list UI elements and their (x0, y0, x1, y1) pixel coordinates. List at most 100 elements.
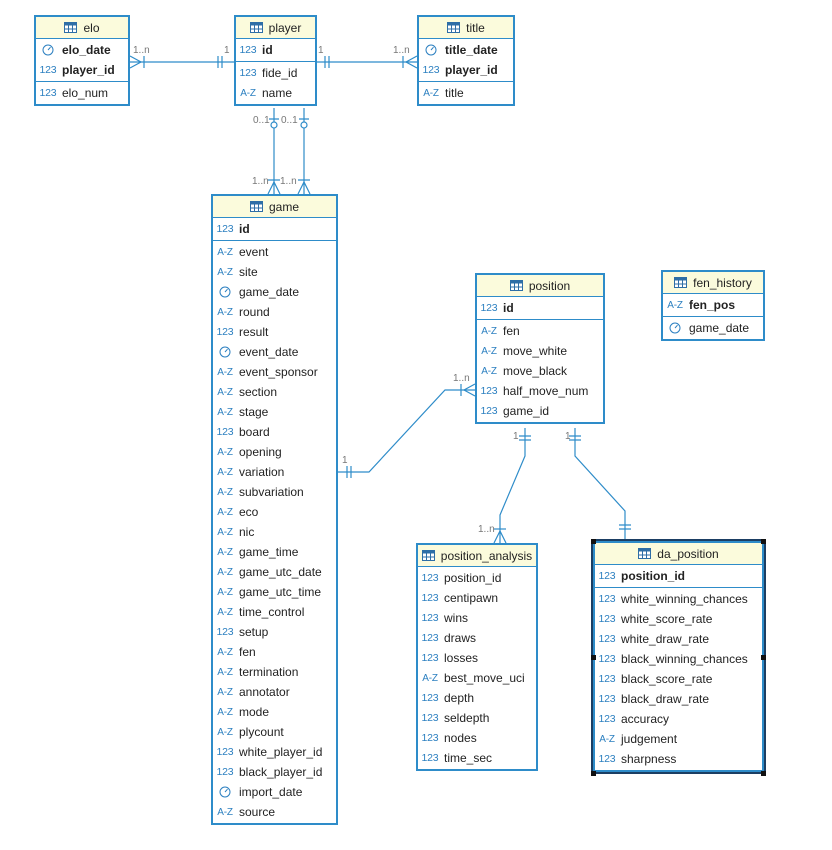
selection-handle[interactable] (591, 655, 596, 660)
card-player-game-a-opt: 0..1 (253, 115, 270, 126)
column-name: judgement (621, 732, 678, 746)
clock-icon (421, 44, 441, 56)
crowfoot-many (404, 55, 418, 69)
column-name: position_id (621, 569, 685, 583)
column-name: black_player_id (239, 765, 323, 779)
selection-handle[interactable] (591, 771, 596, 776)
column-name: white_winning_chances (621, 592, 748, 606)
selection-handle[interactable] (761, 655, 766, 660)
column[interactable]: game_date (663, 318, 763, 338)
column-name: board (239, 425, 270, 439)
column[interactable]: event_date (213, 342, 336, 362)
key-column[interactable]: title_date (419, 40, 513, 60)
crowfoot-many (129, 55, 143, 69)
selection-handle[interactable] (591, 539, 596, 544)
table-icon (249, 201, 263, 212)
entity-name: da_position (657, 546, 719, 561)
numeric-type-icon: 123 (216, 626, 234, 638)
column[interactable]: import_date (213, 782, 336, 802)
text-type-icon: A-Z (217, 446, 233, 458)
column-name: accuracy (621, 712, 670, 726)
table-icon (64, 22, 78, 33)
column-name: subvariation (239, 485, 304, 499)
column[interactable]: game_date (213, 282, 336, 302)
numeric-type-icon: 123 (480, 385, 498, 397)
key-column[interactable]: elo_date (36, 40, 128, 60)
selection-handle[interactable] (761, 539, 766, 544)
column-name: game_date (239, 285, 300, 299)
selection-handle[interactable] (761, 771, 766, 776)
columns-section: game_date (663, 317, 763, 339)
